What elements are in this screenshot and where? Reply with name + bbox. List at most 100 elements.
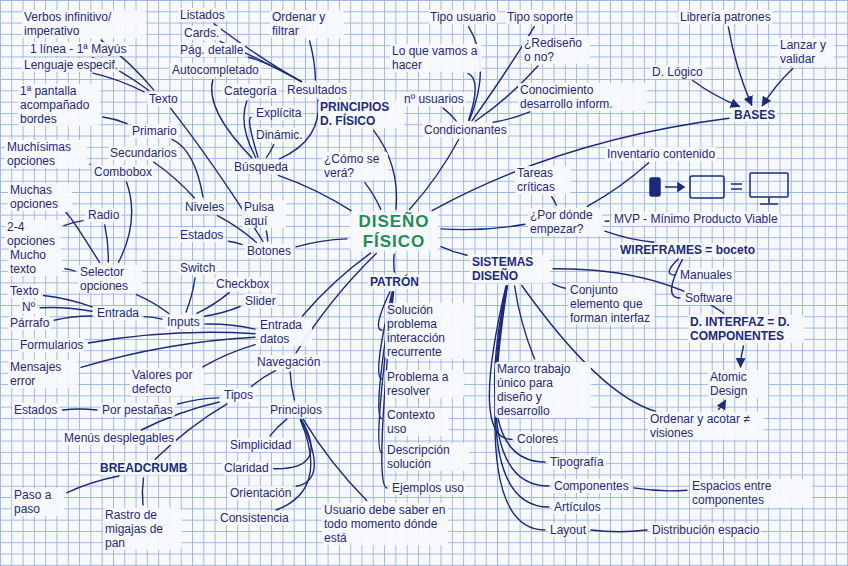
- mind-map-node: BREADCRUMB: [98, 461, 189, 475]
- node-text: Orientación: [230, 486, 291, 500]
- branch-line: [203, 345, 255, 367]
- node-text: Ordenar y acotar ≠ visiones: [650, 412, 762, 440]
- mind-map-node: WIREFRAMES = boceto: [618, 243, 757, 257]
- node-text: Ejemplos uso: [392, 481, 464, 495]
- branch-line: [441, 247, 467, 256]
- node-text: Tipo soporte: [507, 10, 573, 24]
- mind-map-node: SISTEMAS DISEÑO: [470, 255, 550, 283]
- branch-line: [587, 163, 648, 207]
- node-text: Usuario debe saber en todo momento dónde…: [324, 503, 446, 545]
- node-text: D. Lógico: [652, 65, 703, 79]
- node-text: Por pestañas: [102, 403, 173, 417]
- node-text: Muchas opciones: [10, 183, 70, 211]
- mind-map-node: Simplicidad: [228, 438, 293, 452]
- mind-map-node: Conjunto elemento que forman interfaz: [568, 283, 654, 325]
- branch-line: [266, 231, 267, 241]
- node-text: Explícita: [256, 106, 301, 120]
- node-text: Contexto uso: [387, 408, 447, 436]
- node-text: Niveles: [185, 200, 224, 214]
- node-text: Espacios entre componentes: [692, 479, 810, 507]
- mind-map-node: Pulsa aquí: [242, 200, 286, 228]
- mind-map-node: MVP - Mínimo Producto Viable: [612, 212, 780, 226]
- device-icons: [650, 173, 788, 204]
- mind-map-node: Listados: [178, 8, 227, 22]
- node-text: Descripción solución: [387, 443, 467, 471]
- mind-map-node: ¿Rediseño o no?: [522, 36, 590, 64]
- node-text: Categoría: [224, 84, 277, 98]
- node-text: SISTEMAS DISEÑO: [472, 255, 548, 283]
- node-text: Listados: [180, 8, 225, 22]
- branch-line: [67, 476, 119, 493]
- mind-map-node: Navegación: [255, 355, 322, 369]
- node-text: Entrada datos: [260, 318, 310, 346]
- branch-line: [741, 346, 744, 367]
- mind-map-node: Explícita: [254, 106, 303, 120]
- branch-line: [468, 73, 475, 120]
- node-text: PRINCIPIOS D. FÍSICO: [320, 100, 402, 128]
- mind-map-node: Secundarios: [108, 146, 179, 160]
- mind-map-node: ¿Cómo se verá?: [322, 152, 388, 180]
- branch-line: [290, 372, 294, 400]
- mind-map-node: Manuales: [678, 268, 734, 282]
- branch-line: [591, 530, 647, 532]
- node-text: Dinámic.: [256, 128, 303, 142]
- node-text: WIREFRAMES = boceto: [620, 243, 755, 257]
- mind-map-node: Autocompletado: [170, 63, 261, 77]
- branch-line: [296, 420, 314, 487]
- branch-line: [605, 231, 654, 242]
- node-text: Conjunto elemento que forman interfaz: [570, 283, 652, 325]
- tablet-icon: [690, 176, 724, 198]
- node-text: Primario: [132, 124, 177, 138]
- mind-map-node: Contexto uso: [385, 408, 449, 436]
- branch-line: [81, 337, 255, 367]
- branch-line: [154, 162, 195, 198]
- node-text: Software: [685, 291, 732, 305]
- node-text: 1ª pantalla acompañado bordes: [20, 84, 98, 126]
- branch-line: [552, 197, 557, 206]
- mind-map-node: Marco trabajo único para diseño y desarr…: [495, 362, 591, 418]
- node-text: Autocompletado: [172, 63, 259, 77]
- mind-map-node: Distribución espacio: [650, 523, 761, 537]
- node-text: D. INTERFAZ = D. COMPONENTES: [690, 315, 802, 343]
- node-text: Problema a resolver: [387, 370, 462, 398]
- node-text: Botones: [247, 244, 291, 258]
- branch-line: [65, 269, 75, 271]
- branch-line: [762, 68, 792, 105]
- branch-line: [443, 108, 456, 121]
- branch-line: [103, 117, 127, 124]
- node-text: Colores: [517, 432, 558, 446]
- node-text: Navegación: [257, 355, 320, 369]
- mind-map-node: Mucho texto: [8, 248, 62, 276]
- mind-map-node: Colores: [515, 432, 560, 446]
- node-text: Layout: [550, 523, 586, 537]
- node-text: Muchísimas opciones: [7, 140, 85, 168]
- branch-line: [142, 478, 143, 505]
- node-text: Distribución espacio: [652, 523, 759, 537]
- mind-map-node: Ejemplos uso: [390, 481, 466, 495]
- mind-map-node: PATRÓN: [368, 275, 421, 289]
- node-text: Lo que vamos a hacer: [392, 44, 480, 72]
- branch-line: [393, 254, 395, 272]
- mind-map-node: Radio: [86, 208, 121, 222]
- mind-map-node: Entrada: [95, 306, 141, 320]
- node-text: BREADCRUMB: [100, 461, 187, 475]
- monitor-icon: [750, 173, 788, 197]
- mind-map-node: Cards.: [182, 26, 221, 40]
- node-text: Búsqueda: [234, 160, 288, 174]
- node-text: Tipografía: [550, 455, 604, 469]
- mind-map-node: Espacios entre componentes: [690, 479, 812, 507]
- node-text: 2-4 opciones: [7, 220, 59, 248]
- node-text: Combobox: [94, 165, 152, 179]
- mind-map-node: Usuario debe saber en todo momento dónde…: [322, 503, 448, 545]
- mind-map-node: Lanzar y validar: [778, 38, 834, 66]
- branch-line: [93, 73, 144, 92]
- branch-line: [88, 332, 255, 343]
- branch-line: [252, 371, 276, 387]
- node-text: Pág. detalle: [180, 43, 243, 57]
- node-text: Checkbox: [216, 277, 269, 291]
- mind-map-node: Valores por defecto: [130, 368, 204, 396]
- node-text: BASES: [734, 108, 775, 122]
- mind-map-node: Pág. detalle: [178, 43, 245, 57]
- branch-line: [267, 145, 274, 158]
